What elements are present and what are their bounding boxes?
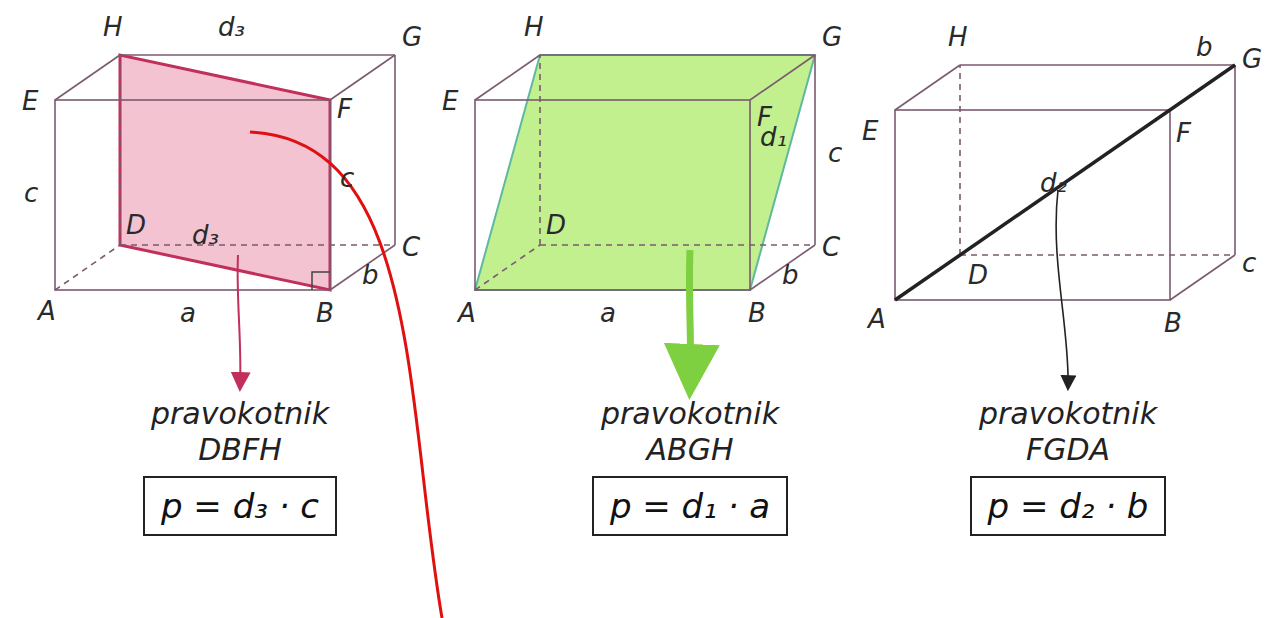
- figure-label: a: [180, 300, 196, 326]
- figure-label: b: [782, 262, 799, 288]
- figure-label: C: [402, 234, 420, 260]
- figure-label: H: [948, 24, 968, 50]
- cuboid-three: [895, 65, 1235, 300]
- figure-label: A: [868, 306, 886, 332]
- figure-label: D: [546, 212, 566, 238]
- figure-label: D: [968, 262, 988, 288]
- leader-arrow: [238, 255, 241, 388]
- formula-node: pravokotnik ABGH p = d₁ · a: [586, 396, 794, 536]
- figure-label: d₃: [192, 222, 219, 248]
- figure-label: A: [38, 298, 56, 324]
- diagonal-section-abgh: [475, 55, 815, 290]
- figure-label: H: [524, 14, 544, 40]
- figure-label: c: [340, 165, 354, 191]
- cuboid-one: [55, 55, 395, 290]
- figure-label: D: [126, 212, 146, 238]
- figure-label: E: [442, 88, 458, 114]
- red-curve: [250, 132, 442, 618]
- figure-label: E: [22, 88, 38, 114]
- figure-label: b: [1196, 34, 1213, 60]
- figure-label: a: [600, 300, 616, 326]
- figure-label: H: [103, 14, 123, 40]
- formula-node: pravokotnik DBFH p = d₃ · c: [136, 396, 344, 536]
- figure-label: c: [1242, 250, 1256, 276]
- figure-label: G: [402, 24, 422, 50]
- right-angle-mark: [312, 272, 330, 290]
- figure-label: F: [1176, 120, 1191, 146]
- figure-label: F: [337, 96, 352, 122]
- area-formula-box: p = d₃ · c: [143, 476, 337, 536]
- figure-label: B: [1164, 310, 1182, 336]
- leader-arrow: [689, 250, 690, 386]
- figure-label: d₃: [218, 14, 245, 40]
- figure-label: G: [1242, 46, 1262, 72]
- cuboid-two: [475, 55, 815, 290]
- figure-label: c: [24, 180, 38, 206]
- leader-arrow: [1056, 190, 1068, 388]
- figure-label: B: [748, 300, 766, 326]
- figure-label: d₁: [760, 124, 787, 150]
- figure-label: c: [828, 140, 842, 166]
- figure-label: C: [822, 234, 840, 260]
- figure-label: B: [316, 300, 334, 326]
- rectangle-heading: pravokotnik FGDA: [968, 396, 1168, 468]
- formula-node: pravokotnik FGDA p = d₂ · b: [964, 396, 1172, 536]
- space-diagonal: [895, 65, 1235, 300]
- diagonal-section-dbfh: [120, 55, 330, 290]
- rectangle-heading: pravokotnik ABGH: [590, 396, 790, 468]
- area-formula-box: p = d₂ · b: [970, 476, 1167, 536]
- figure-label: G: [822, 24, 842, 50]
- figure-label: A: [458, 300, 476, 326]
- figure-label: b: [362, 262, 379, 288]
- figure-label: d₂: [1040, 170, 1067, 196]
- figure-label: E: [862, 118, 878, 144]
- area-formula-box: p = d₁ · a: [592, 476, 788, 536]
- rectangle-heading: pravokotnik DBFH: [140, 396, 340, 468]
